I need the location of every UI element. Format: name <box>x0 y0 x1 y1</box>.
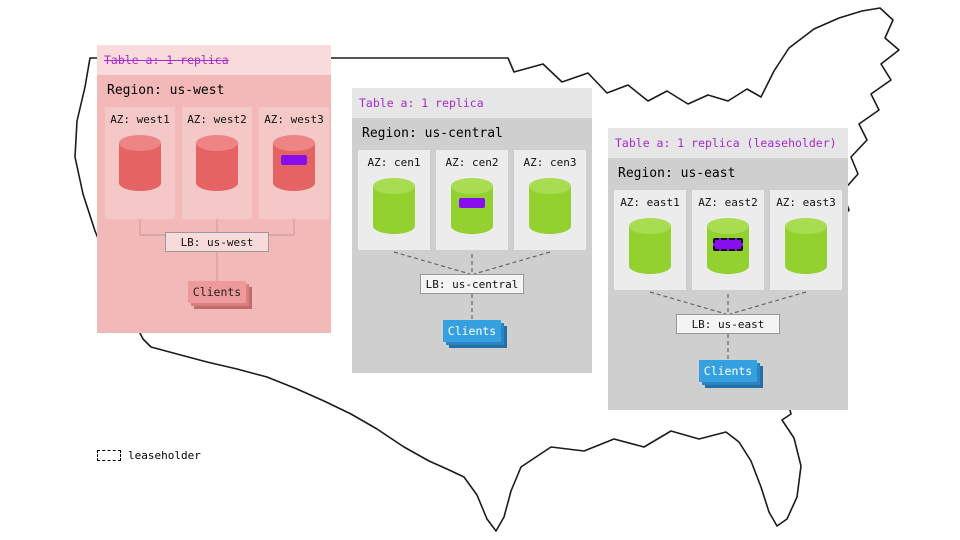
database-cylinder-icon <box>785 218 827 274</box>
az-box-east2: AZ: east2 <box>692 190 764 290</box>
database-cylinder-icon <box>629 218 671 274</box>
clients-box-east: Clients <box>699 360 757 382</box>
load-balancer-us-west: LB: us-west <box>165 232 269 252</box>
az-box-east1: AZ: east1 <box>614 190 686 290</box>
clients-box-west: Clients <box>188 281 246 303</box>
region-east-title: Region: us-east <box>618 166 736 181</box>
table-replica-label-west: Table a: 1 replica <box>104 53 229 67</box>
region-west-title: Region: us-west <box>107 83 225 98</box>
region-central-title: Region: us-central <box>362 126 503 141</box>
az-box-west1: AZ: west1 <box>105 107 175 219</box>
az-label: AZ: cen1 <box>367 156 421 169</box>
database-cylinder-icon <box>373 178 415 234</box>
az-box-west3: AZ: west3 <box>259 107 329 219</box>
leaseholder-range-marker <box>713 238 743 251</box>
az-box-cen1: AZ: cen1 <box>358 150 430 250</box>
az-box-east3: AZ: east3 <box>770 190 842 290</box>
az-label: AZ: west2 <box>187 113 247 126</box>
az-label: AZ: east1 <box>620 196 680 209</box>
region-west-header: Table a: 1 replica <box>97 45 331 75</box>
table-replica-label-east: Table a: 1 replica (leaseholder) <box>615 136 837 150</box>
az-label: AZ: west1 <box>110 113 170 126</box>
database-cylinder-icon <box>196 135 238 191</box>
az-label: AZ: cen3 <box>523 156 577 169</box>
az-box-cen3: AZ: cen3 <box>514 150 586 250</box>
region-us-east: Table a: 1 replica (leaseholder) Region:… <box>608 128 848 410</box>
az-box-west2: AZ: west2 <box>182 107 252 219</box>
legend: leaseholder <box>97 449 201 462</box>
region-east-header: Table a: 1 replica (leaseholder) <box>608 128 848 158</box>
load-balancer-us-central: LB: us-central <box>420 274 524 294</box>
database-cylinder-icon <box>529 178 571 234</box>
az-label: AZ: east2 <box>698 196 758 209</box>
database-cylinder-icon <box>119 135 161 191</box>
clients-box-central: Clients <box>443 320 501 342</box>
az-label: AZ: east3 <box>776 196 836 209</box>
replica-range-marker <box>459 198 485 208</box>
region-west-body: Region: us-west AZ: west1 AZ: west2 <box>97 75 331 333</box>
table-replica-label-central: Table a: 1 replica <box>359 96 484 110</box>
az-label: AZ: west3 <box>264 113 324 126</box>
az-label: AZ: cen2 <box>445 156 499 169</box>
region-us-west: Table a: 1 replica Region: us-west AZ: w… <box>97 45 331 333</box>
region-east-body: Region: us-east AZ: east1 AZ: east2 <box>608 158 848 410</box>
load-balancer-us-east: LB: us-east <box>676 314 780 334</box>
az-box-cen2: AZ: cen2 <box>436 150 508 250</box>
region-central-body: Region: us-central AZ: cen1 AZ: cen2 <box>352 118 592 373</box>
legend-label: leaseholder <box>128 449 201 462</box>
leaseholder-legend-swatch-icon <box>97 450 121 461</box>
region-central-header: Table a: 1 replica <box>352 88 592 118</box>
replica-range-marker <box>281 155 307 165</box>
region-us-central: Table a: 1 replica Region: us-central AZ… <box>352 88 592 373</box>
